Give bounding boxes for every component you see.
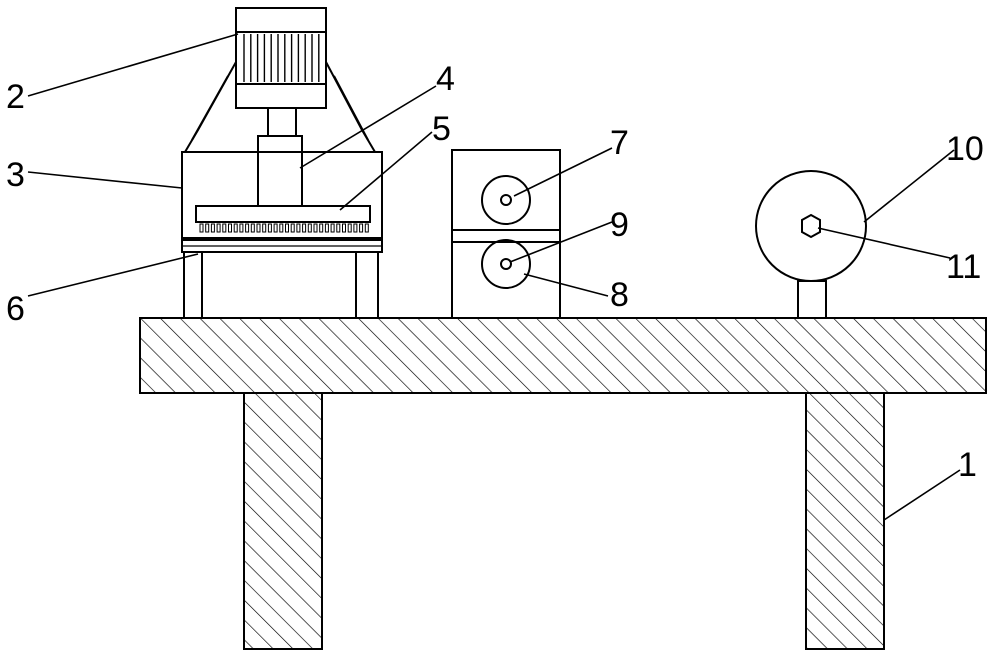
label-7: 7 (610, 124, 629, 162)
plate-tooth (216, 223, 221, 233)
plate-tooth (336, 223, 341, 233)
motor-fins (243, 34, 320, 82)
reel-stand (797, 280, 827, 319)
housing (181, 151, 383, 239)
plate-tooth (199, 223, 204, 233)
plate-tooth (364, 223, 369, 233)
plate-tooth (273, 223, 278, 233)
plate-tooth (250, 223, 255, 233)
plate-tooth (285, 223, 289, 233)
shaft (257, 107, 303, 207)
plate-tooth (330, 223, 335, 233)
plate-teeth (199, 223, 369, 233)
plate-tooth (239, 223, 244, 233)
motor (235, 7, 327, 109)
plate-tooth (205, 223, 210, 233)
label-2: 2 (6, 78, 25, 116)
label-4: 4 (436, 60, 455, 98)
plate-tooth (342, 223, 346, 233)
label-6: 6 (6, 290, 25, 328)
table-leg-left (243, 392, 323, 650)
plate-tooth (302, 223, 307, 233)
plate-tooth (359, 223, 364, 233)
plate-tooth (324, 223, 329, 233)
take-up-reel (755, 170, 867, 282)
plate-tooth (228, 223, 232, 233)
plate-tooth (319, 223, 324, 233)
plate-tooth (296, 223, 301, 233)
label-1: 1 (958, 446, 977, 484)
plate-tooth (313, 223, 318, 233)
label-9: 9 (610, 206, 629, 244)
table-leg-right (805, 392, 885, 650)
plate-tooth (267, 223, 272, 233)
work-table-legs (183, 252, 379, 318)
label-3: 3 (6, 156, 25, 194)
plate-tooth (210, 223, 215, 233)
label-5: 5 (432, 110, 451, 148)
plate-tooth (262, 223, 267, 233)
lower-roller (481, 239, 531, 289)
plate-tooth (233, 223, 238, 233)
plate-tooth (290, 223, 295, 233)
leader-lines (27, 33, 961, 521)
plate-tooth (222, 223, 227, 233)
label-8: 8 (610, 276, 629, 314)
label-10: 10 (946, 130, 984, 168)
plate-tooth (307, 223, 312, 233)
plate-tooth (256, 223, 261, 233)
roller-box (451, 149, 561, 319)
plate-tooth (347, 223, 352, 233)
plate-tooth (353, 223, 358, 233)
plate-tooth (245, 223, 250, 233)
upper-roller (481, 175, 531, 225)
table-top (139, 317, 987, 394)
label-11: 11 (946, 248, 981, 286)
plate-tooth (279, 223, 284, 233)
pressing-plate (195, 205, 371, 223)
